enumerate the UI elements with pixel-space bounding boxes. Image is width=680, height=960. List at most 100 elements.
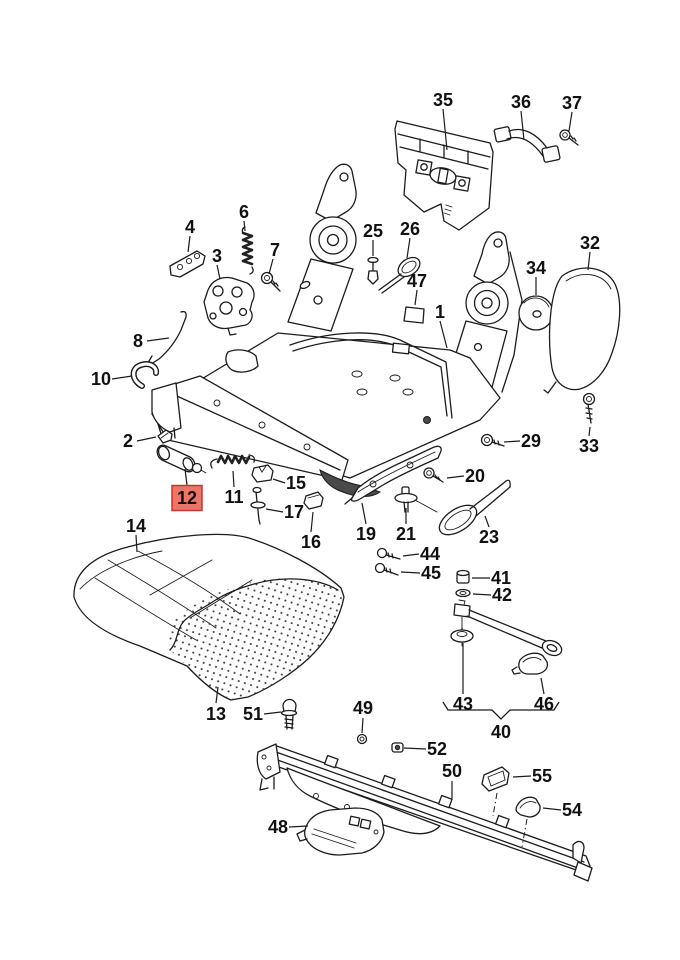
part-44-bolt [376, 547, 401, 560]
part-label-14[interactable]: 14 [126, 516, 146, 536]
part-label-47[interactable]: 47 [407, 271, 427, 291]
part-16-clip [303, 491, 324, 510]
construction-line-54 [521, 818, 528, 848]
part-label-2[interactable]: 2 [123, 431, 133, 451]
part-15-clip [251, 464, 274, 483]
leader-line-45 [400, 571, 421, 574]
part-45-bolt [374, 562, 399, 576]
leader-line-13 [215, 686, 219, 704]
part-label-51[interactable]: 51 [243, 704, 263, 724]
part-label-1[interactable]: 1 [435, 302, 445, 322]
group-brace-40 [442, 701, 560, 720]
part-43-disc [450, 627, 474, 647]
part-21-pin [394, 486, 438, 513]
part-label-44[interactable]: 44 [420, 544, 440, 564]
part-6-spring [241, 226, 254, 275]
leader-line-8 [146, 337, 170, 342]
leader-line-7 [268, 258, 274, 275]
part-label-17[interactable]: 17 [284, 502, 304, 522]
part-label-32[interactable]: 32 [580, 233, 600, 253]
part-label-34[interactable]: 34 [526, 258, 546, 278]
leader-line-35 [442, 108, 448, 151]
leader-line-4 [187, 235, 191, 253]
part-41-nut [456, 569, 470, 584]
leader-line-6 [243, 220, 246, 232]
part-label-4[interactable]: 4 [185, 217, 195, 237]
part-label-8[interactable]: 8 [133, 331, 143, 351]
part-label-33[interactable]: 33 [579, 436, 599, 456]
part-label-21[interactable]: 21 [396, 524, 416, 544]
part-46-clip [511, 652, 549, 675]
leader-line-12 [184, 468, 188, 486]
leader-line-48 [288, 825, 309, 828]
part-13-foam-pad [169, 578, 344, 700]
part-label-29[interactable]: 29 [521, 431, 541, 451]
part-label-55[interactable]: 55 [532, 766, 552, 786]
part-32-side-cover [543, 267, 621, 394]
part-2-clip [157, 429, 173, 444]
part-36-strap [493, 126, 561, 163]
part-label-12-selected[interactable]: 12 [177, 488, 197, 508]
part-35-rear-panel [394, 120, 494, 231]
leader-line-51 [263, 711, 282, 715]
part-40-torsion-rod-assembly [450, 599, 563, 675]
part-37-bolt [559, 129, 579, 146]
part-label-52[interactable]: 52 [427, 739, 447, 759]
part-label-25[interactable]: 25 [363, 221, 383, 241]
part-label-6[interactable]: 6 [239, 202, 249, 222]
leader-line-14 [135, 534, 138, 553]
part-label-36[interactable]: 36 [511, 92, 531, 112]
leader-line-49 [361, 717, 364, 734]
construction-line-55 [492, 792, 498, 817]
leader-line-17 [265, 508, 284, 513]
part-1-backrest-left-blade [287, 163, 357, 332]
part-label-46[interactable]: 46 [534, 694, 554, 714]
part-label-42[interactable]: 42 [492, 585, 512, 605]
part-label-26[interactable]: 26 [400, 219, 420, 239]
part-label-23[interactable]: 23 [479, 527, 499, 547]
part-17-pin [250, 486, 266, 525]
leader-line-20 [446, 475, 465, 479]
part-label-54[interactable]: 54 [562, 800, 582, 820]
part-label-48[interactable]: 48 [268, 817, 288, 837]
part-23-release-handle [438, 479, 511, 536]
part-label-19[interactable]: 19 [356, 524, 376, 544]
part-label-16[interactable]: 16 [301, 532, 321, 552]
part-label-11[interactable]: 11 [224, 487, 243, 507]
leader-line-37 [568, 111, 573, 132]
part-label-35[interactable]: 35 [433, 90, 453, 110]
leader-line-16 [310, 511, 314, 533]
part-25-rivet [367, 256, 379, 285]
part-33-screw [582, 392, 596, 424]
part-label-41[interactable]: 41 [491, 568, 511, 588]
leader-line-54 [542, 807, 562, 811]
leader-line-10 [111, 375, 133, 380]
part-12-roller [156, 444, 207, 474]
leader-line-36 [520, 110, 525, 141]
leader-line-15 [272, 478, 286, 484]
part-label-13[interactable]: 13 [206, 704, 226, 724]
leader-line-29 [503, 440, 521, 443]
part-48-bracket [296, 807, 385, 856]
part-label-15[interactable]: 15 [286, 473, 306, 493]
leader-line-2 [136, 436, 157, 442]
part-26-spoon-lever [378, 256, 421, 294]
part-49-nut [356, 733, 368, 745]
part-51-bolt [280, 698, 298, 730]
part-label-40[interactable]: 40 [491, 722, 511, 742]
part-label-43[interactable]: 43 [453, 694, 473, 714]
highlight-box-12[interactable] [171, 484, 203, 512]
part-3-latch [203, 276, 255, 336]
part-label-20[interactable]: 20 [465, 466, 485, 486]
leader-line-42 [472, 593, 492, 596]
part-label-3[interactable]: 3 [212, 246, 222, 266]
part-55-cover [481, 766, 510, 792]
part-label-37[interactable]: 37 [562, 93, 582, 113]
part-label-45[interactable]: 45 [421, 563, 441, 583]
part-label-7[interactable]: 7 [270, 240, 280, 260]
part-label-10[interactable]: 10 [91, 369, 111, 389]
part-label-49[interactable]: 49 [353, 698, 373, 718]
part-19-rail-bracket [344, 445, 442, 505]
part-label-50[interactable]: 50 [442, 761, 462, 781]
